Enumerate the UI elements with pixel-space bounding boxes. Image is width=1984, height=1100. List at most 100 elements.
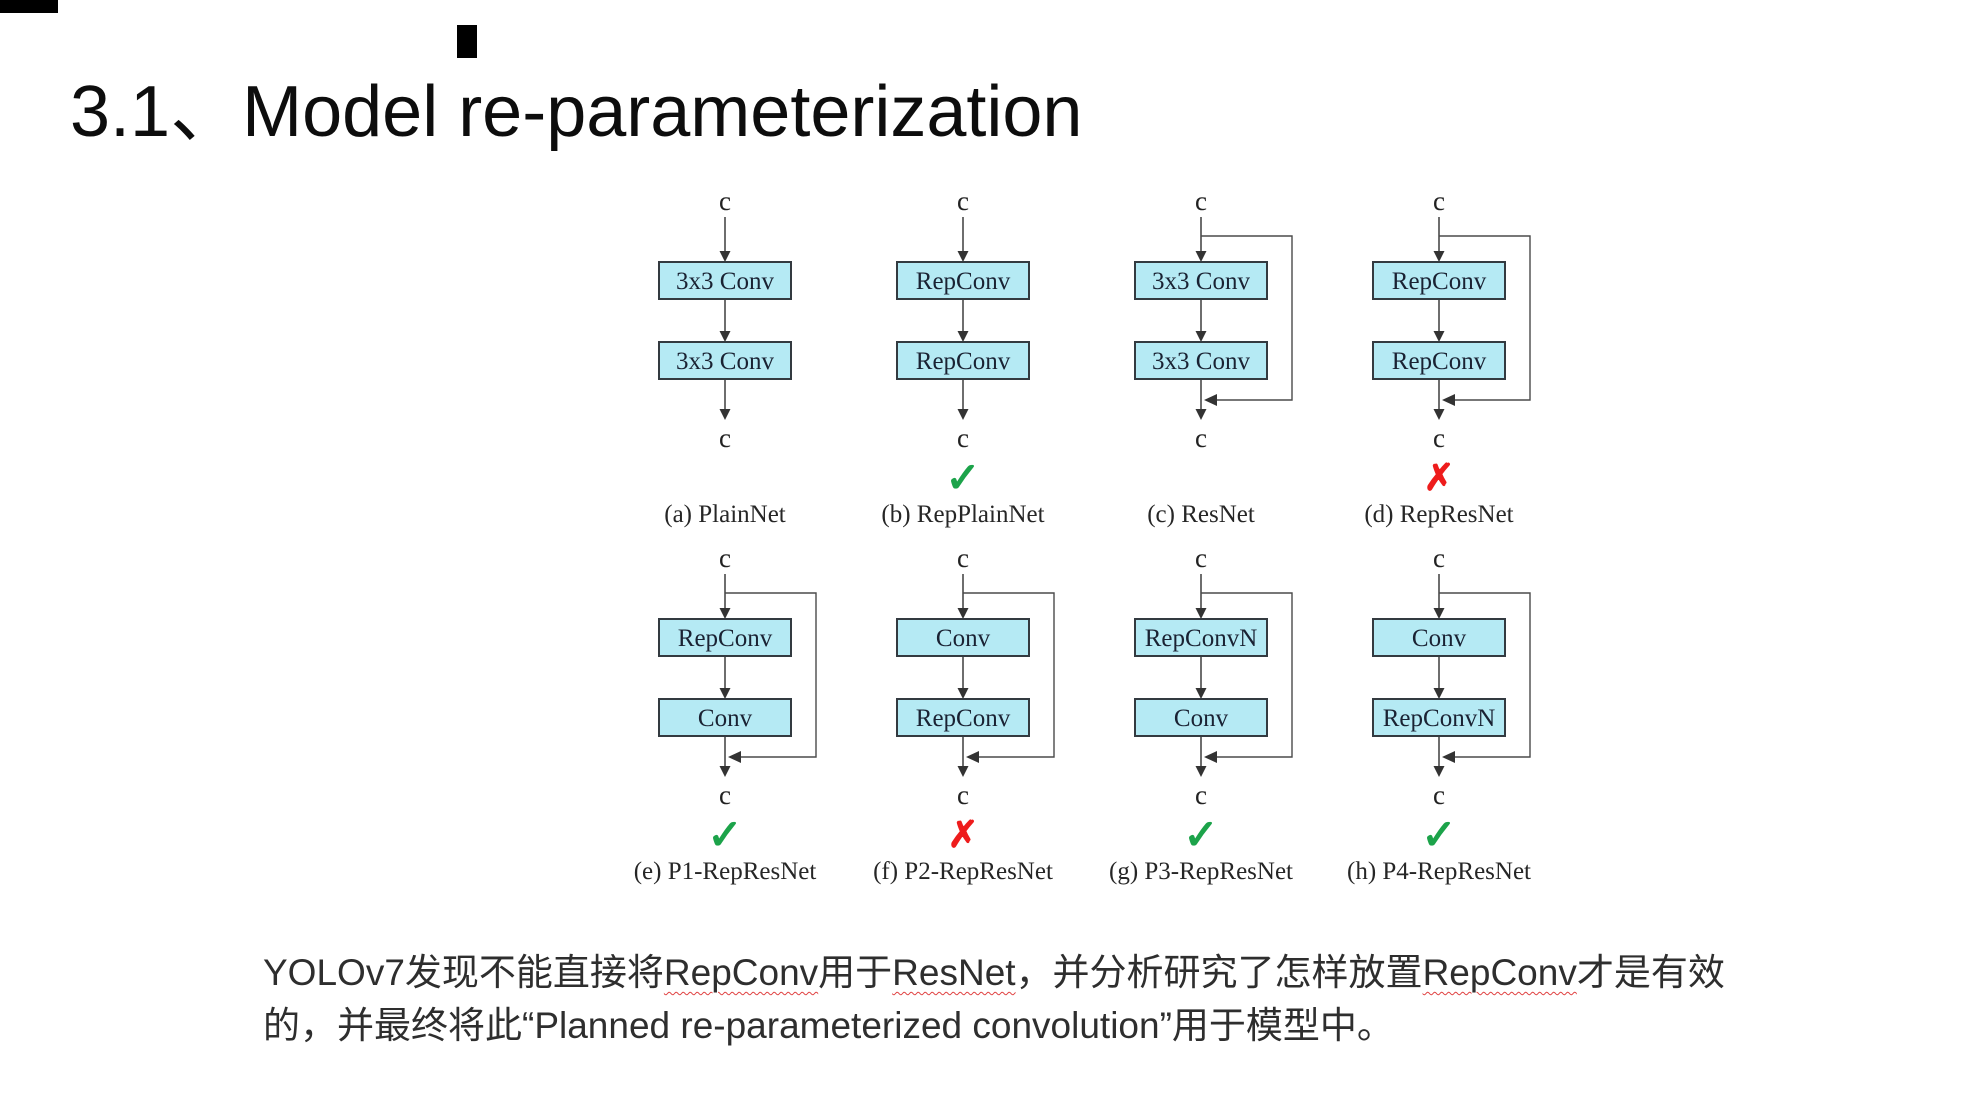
conv-box-1 — [658, 261, 792, 300]
arrowhead-down-icon — [719, 409, 731, 420]
conv-box-label: RepConv — [916, 705, 1011, 732]
skip-connection — [963, 592, 1055, 758]
arrowhead-down-icon — [957, 766, 969, 777]
conv-box-2 — [896, 341, 1030, 380]
skip-connection — [725, 592, 817, 758]
diagram-caption-a: (a) PlainNet — [664, 501, 786, 528]
paragraph-line-2: 的，并最终将此“Planned re-parameterized convolu… — [263, 999, 1883, 1052]
conv-box-label: 3x3 Conv — [1152, 268, 1250, 295]
arrowhead-down-icon — [1433, 766, 1445, 777]
output-label: c — [719, 423, 731, 453]
skip-connection — [1439, 235, 1531, 401]
conv-box-label: 3x3 Conv — [676, 348, 774, 375]
arrowhead-down-icon — [719, 331, 731, 342]
page-title: 3.1、Model re-parameterization — [70, 72, 1083, 152]
conv-box-1 — [658, 618, 792, 657]
output-label: c — [1195, 780, 1207, 810]
arrowhead-down-icon — [1195, 766, 1207, 777]
cross-icon: ✗ — [1423, 457, 1455, 498]
conv-box-label: Conv — [1174, 705, 1229, 732]
conv-box-2 — [1134, 341, 1268, 380]
arrowhead-down-icon — [1195, 688, 1207, 699]
conv-box-2 — [1372, 698, 1506, 737]
input-label: c — [1433, 545, 1445, 573]
arrowhead-down-icon — [719, 251, 731, 262]
arrowhead-down-icon — [719, 766, 731, 777]
arrowhead-left-icon — [1442, 751, 1455, 763]
paragraph-text: YOLOv7发现不能直接将 — [263, 952, 664, 993]
spellcheck-underlined-text: RepConv — [663, 952, 819, 993]
conv-box-1 — [896, 618, 1030, 657]
conv-box-label: RepConv — [916, 348, 1011, 375]
conv-box-label: RepConvN — [1145, 625, 1258, 652]
body-paragraph: YOLOv7发现不能直接将RepConv用于ResNet，并分析研究了怎样放置R… — [263, 946, 1883, 1052]
output-label: c — [1433, 780, 1445, 810]
input-label: c — [957, 545, 969, 573]
paragraph-text: ，并分析研究了怎样放置 — [1015, 952, 1423, 993]
input-label: c — [1195, 545, 1207, 573]
diagram-caption-c: (c) ResNet — [1147, 501, 1255, 528]
skip-connection — [1439, 592, 1531, 758]
output-label: c — [1433, 423, 1445, 453]
arrowhead-down-icon — [719, 688, 731, 699]
output-label: c — [719, 780, 731, 810]
arrowhead-left-icon — [1204, 751, 1217, 763]
skip-connection — [1201, 592, 1293, 758]
arrowhead-down-icon — [1433, 251, 1445, 262]
arrowhead-down-icon — [1195, 608, 1207, 619]
diagram-caption-d: (d) RepResNet — [1364, 501, 1514, 528]
conv-box-label: Conv — [936, 625, 991, 652]
conv-box-1 — [1134, 618, 1268, 657]
conv-box-2 — [1372, 341, 1506, 380]
arrowhead-left-icon — [1204, 394, 1217, 406]
paragraph-line-1: YOLOv7发现不能直接将RepConv用于ResNet，并分析研究了怎样放置R… — [263, 946, 1883, 999]
conv-box-2 — [658, 341, 792, 380]
arrowhead-down-icon — [1433, 608, 1445, 619]
diagram-caption-b: (b) RepPlainNet — [881, 501, 1045, 528]
check-icon: ✓ — [707, 811, 743, 858]
input-label: c — [719, 188, 731, 216]
paragraph-text: 才是有效 — [1576, 952, 1725, 993]
arrowhead-down-icon — [957, 331, 969, 342]
check-icon: ✓ — [945, 454, 981, 501]
arrowhead-down-icon — [1195, 409, 1207, 420]
diagram-caption-h: (h) P4-RepResNet — [1347, 858, 1531, 885]
paragraph-text: 用于 — [818, 952, 893, 993]
arrowhead-down-icon — [1433, 409, 1445, 420]
conv-box-1 — [1134, 261, 1268, 300]
conv-box-1 — [1372, 261, 1506, 300]
black-corner-artifact — [0, 0, 58, 13]
paragraph-text: 的，并最终将此“Planned re-parameterized convolu… — [263, 1005, 1394, 1046]
conv-box-label: RepConv — [1392, 268, 1487, 295]
arrowhead-left-icon — [728, 751, 741, 763]
arrowhead-down-icon — [957, 608, 969, 619]
conv-box-label: RepConv — [916, 268, 1011, 295]
input-label: c — [1433, 188, 1445, 216]
arrowhead-down-icon — [957, 251, 969, 262]
input-label: c — [1195, 188, 1207, 216]
arrowhead-left-icon — [966, 751, 979, 763]
output-label: c — [1195, 423, 1207, 453]
check-icon: ✓ — [1421, 811, 1457, 858]
diagram-caption-e: (e) P1-RepResNet — [633, 858, 817, 885]
arrowhead-down-icon — [1433, 331, 1445, 342]
arrowhead-down-icon — [957, 409, 969, 420]
conv-box-label: RepConv — [1392, 348, 1487, 375]
conv-box-2 — [658, 698, 792, 737]
conv-box-label: Conv — [698, 705, 753, 732]
conv-box-label: RepConvN — [1383, 705, 1496, 732]
